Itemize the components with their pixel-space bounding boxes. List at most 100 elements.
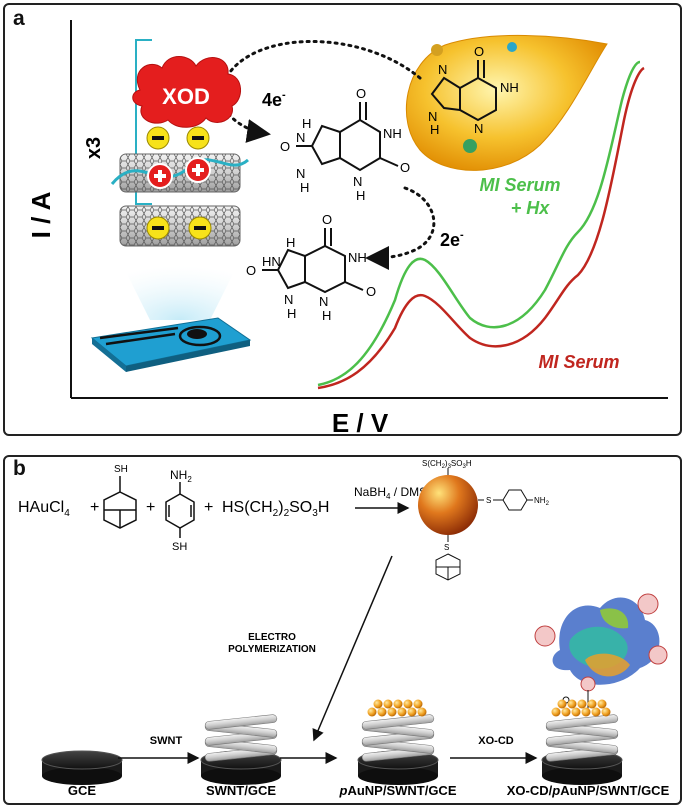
- atom-n: N: [353, 174, 362, 189]
- gold-particle: [383, 699, 393, 709]
- serum-drop-icon: [405, 34, 608, 171]
- electrode-row: [41, 699, 623, 785]
- curve-mi-serum: [317, 66, 645, 390]
- gold-particle: [597, 699, 607, 709]
- reaction-arrow-2: [365, 186, 436, 270]
- gold-particle: [577, 699, 587, 709]
- y-axis-label: I / A: [26, 191, 56, 238]
- panel-b: b: [3, 455, 682, 805]
- gold-particle: [591, 707, 601, 717]
- atom-h: H: [322, 308, 331, 323]
- atom-nh: NH: [348, 250, 367, 265]
- atom-n: N: [284, 292, 293, 307]
- electrode-label-gce: GCE: [68, 783, 97, 798]
- electrons-label-1: 4e-: [262, 89, 286, 110]
- particle-icon: [431, 44, 443, 56]
- particle-icon: [507, 42, 517, 52]
- gold-particle: [587, 699, 597, 709]
- gold-particle: [551, 707, 561, 717]
- negative-charge-icon: [188, 216, 212, 240]
- step-label-xocd: XO-CD: [478, 735, 514, 747]
- atom-n: N: [296, 130, 305, 145]
- particle-icon: [463, 139, 477, 153]
- electropolymerization-arrow: [312, 555, 393, 742]
- reagent-sulfonic-acid: HS(CH2)2SO3H: [222, 499, 329, 519]
- electrode-bottom: [358, 767, 438, 785]
- atom-o: O: [400, 160, 410, 175]
- atom-n: N: [296, 166, 305, 181]
- panel-a-label: a: [13, 7, 25, 30]
- atom-o: O: [474, 44, 484, 59]
- layer-count-label: x3: [83, 137, 105, 159]
- amine-label: NH2: [170, 468, 192, 484]
- atom-hn: HN: [262, 254, 281, 269]
- plus-sign: +: [204, 499, 213, 516]
- electrode-ring: [178, 325, 222, 347]
- np-ligand-s2: S: [444, 543, 449, 552]
- gold-particle: [571, 707, 581, 717]
- gold-particle: [413, 699, 423, 709]
- product-structure: [262, 228, 364, 294]
- working-electrode: [187, 329, 207, 339]
- electrode-bottom: [42, 767, 122, 785]
- electrode-label-xocd: XO-CD/pAuNP/SWNT/GCE: [507, 783, 670, 798]
- positive-charge-icon: [185, 157, 211, 183]
- np-adamantane-ligand: [435, 553, 461, 581]
- negative-charge-icon: [146, 216, 170, 240]
- atom-o: O: [246, 263, 256, 278]
- atom-h: H: [356, 188, 365, 203]
- xod-enzyme-icon: [132, 56, 241, 128]
- gold-particle: [393, 699, 403, 709]
- gold-particle: [557, 699, 567, 709]
- electrode-bottom: [201, 767, 281, 785]
- gold-particle: [561, 707, 571, 717]
- np-ligand-top: S(CH2)3SO3H: [422, 459, 472, 470]
- swnt-layer: [204, 714, 278, 730]
- gold-particle: [567, 699, 577, 709]
- plus-sign: +: [146, 499, 155, 516]
- nanotube-lattice: [119, 205, 241, 247]
- electrode-lead: [105, 332, 176, 346]
- curve-label-green-1: MI Serum: [479, 175, 560, 195]
- atom-o: O: [356, 86, 366, 101]
- atom-h: H: [287, 306, 296, 321]
- atom-nh: NH: [500, 80, 519, 95]
- atom-n: N: [428, 109, 437, 124]
- gold-particle: [387, 707, 397, 717]
- np-ligand-s: S: [486, 496, 491, 505]
- electrode-label-paunp: pAuNP/SWNT/GCE: [338, 783, 456, 798]
- xo-cd-protein-icon: [534, 593, 668, 712]
- atom-n: N: [474, 121, 483, 136]
- np-ligand-nh2: NH2: [534, 496, 550, 507]
- gold-particle: [367, 707, 377, 717]
- step-label-swnt: SWNT: [150, 735, 183, 747]
- electrode-bottom: [542, 767, 622, 785]
- thiol-label-2: SH: [172, 541, 187, 553]
- layer-bracket: [135, 39, 152, 205]
- gold-particle: [417, 707, 427, 717]
- swnt-layer: [545, 714, 619, 730]
- atom-n: N: [319, 294, 328, 309]
- atom-o: O: [366, 284, 376, 299]
- electrode-edge: [126, 340, 250, 372]
- electrode-top: [41, 750, 123, 770]
- electrode-label-swnt-gce: SWNT/GCE: [206, 783, 276, 798]
- curve-mi-serum-hx: [317, 60, 641, 387]
- atom-h: H: [302, 116, 311, 131]
- uric-acid-structure: [296, 102, 399, 172]
- swnt-layer: [361, 714, 435, 730]
- gold-particle: [377, 707, 387, 717]
- gold-particle: [397, 707, 407, 717]
- electropolymerization-label-2: POLYMERIZATION: [228, 644, 316, 655]
- reaction-arrow-1: [220, 40, 422, 143]
- thiol-label: SH: [114, 464, 128, 475]
- atom-o: O: [322, 212, 332, 227]
- atom-o: O: [280, 139, 290, 154]
- gold-particle: [601, 707, 611, 717]
- panel-b-label: b: [13, 457, 26, 480]
- atom-h: H: [430, 122, 439, 137]
- np-aryl-ligand: [502, 489, 533, 511]
- atom-h: H: [300, 180, 309, 195]
- light-beam: [120, 260, 240, 320]
